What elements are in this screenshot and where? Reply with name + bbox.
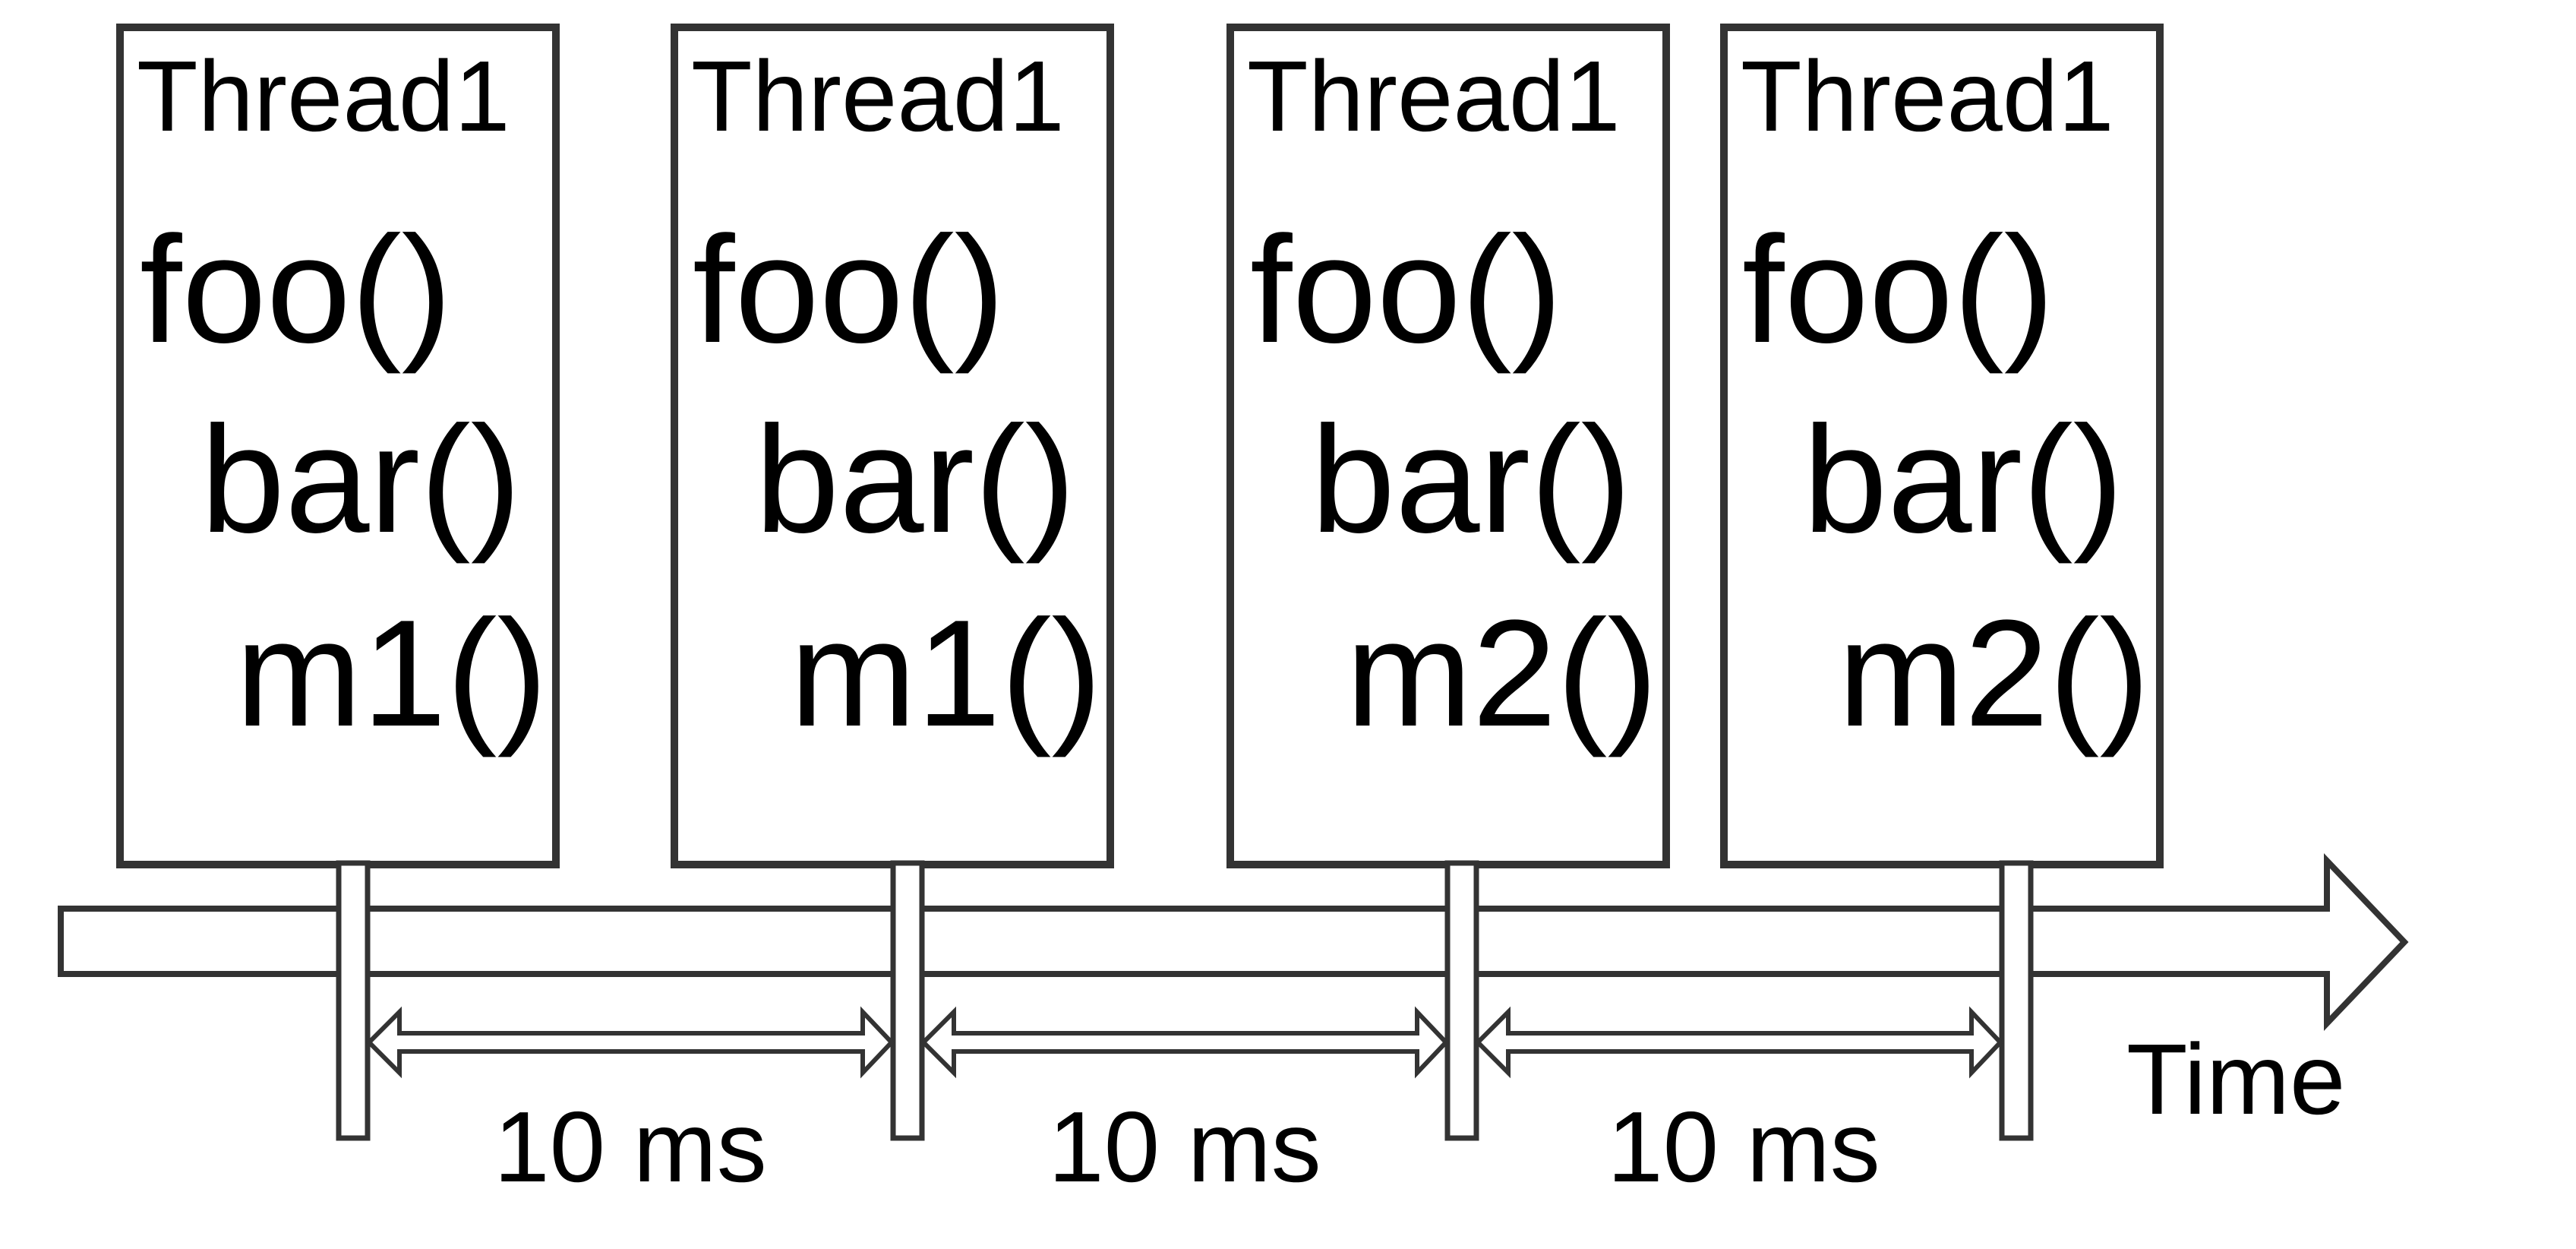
- stack-frame-3: m1(): [790, 589, 1102, 758]
- stack-frame-2: bar(): [1311, 395, 1631, 564]
- stack-frame-3: m2(): [1346, 589, 1658, 758]
- time-arrow: [58, 853, 2409, 1031]
- stack-sample-3: Thread1 foo() bar() m2(): [1226, 24, 1670, 868]
- thread-label: Thread1: [1247, 40, 1621, 152]
- stack-frame-2: bar(): [200, 395, 521, 564]
- interval-label-2: 10 ms: [1048, 1091, 1321, 1203]
- sample-box: [1226, 24, 1670, 868]
- sample-box: [1720, 24, 2164, 868]
- stack-frame-1: foo(): [1250, 205, 1562, 375]
- thread-label: Thread1: [1741, 40, 2114, 152]
- stack-frame-3: m2(): [1838, 589, 2150, 758]
- interval-arrow-1: [365, 1006, 895, 1079]
- stack-frame-2: bar(): [1803, 395, 2123, 564]
- stack-frame-3: m1(): [235, 589, 548, 758]
- sample-box: [671, 24, 1114, 868]
- interval-arrow-2: [920, 1006, 1450, 1079]
- stack-sample-2: Thread1 foo() bar() m1(): [671, 24, 1114, 868]
- thread-label: Thread1: [137, 40, 510, 152]
- stack-frame-2: bar(): [755, 395, 1075, 564]
- interval-arrow-3: [1474, 1006, 2004, 1079]
- sample-tick-3: [1444, 860, 1479, 1141]
- stack-sample-4: Thread1 foo() bar() m2(): [1720, 24, 2164, 868]
- stack-frame-1: foo(): [1742, 205, 2054, 375]
- stack-sample-1: Thread1 foo() bar() m1(): [116, 24, 560, 868]
- sample-box: [116, 24, 560, 868]
- sample-tick-4: [1999, 860, 2034, 1141]
- sample-tick-1: [336, 860, 371, 1141]
- sample-tick-2: [890, 860, 925, 1141]
- stack-frame-1: foo(): [140, 205, 452, 375]
- thread-label: Thread1: [691, 40, 1065, 152]
- stack-frame-1: foo(): [693, 205, 1005, 375]
- interval-label-3: 10 ms: [1607, 1091, 1880, 1203]
- interval-label-1: 10 ms: [494, 1091, 766, 1203]
- time-axis-label: Time: [2126, 1023, 2345, 1135]
